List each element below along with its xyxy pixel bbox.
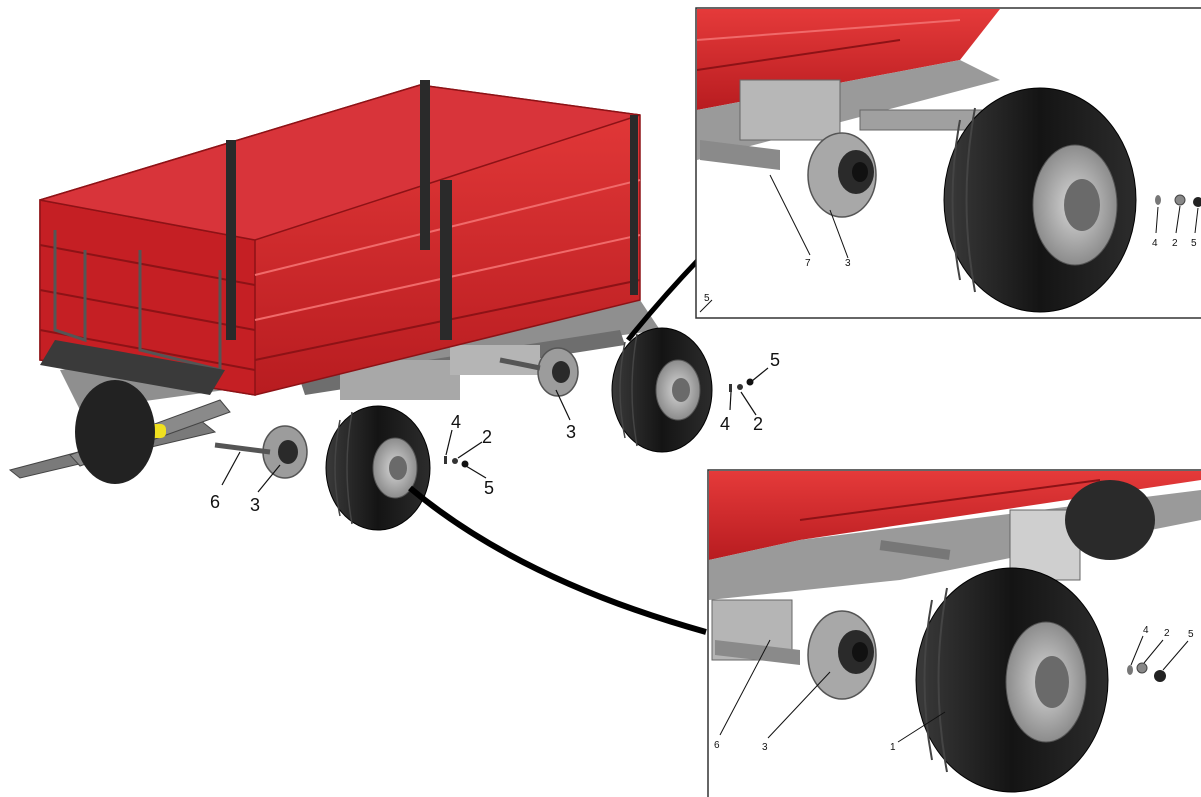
inset-bottom-label-shaft: 6 <box>714 740 720 751</box>
inset-top-label-washer: 4 <box>1152 238 1158 249</box>
inset-top-label-corner: 5 <box>704 293 710 304</box>
label-front-cap: 5 <box>484 478 494 498</box>
cargo-body <box>39 80 641 396</box>
inset-bottom-label-cap: 5 <box>1188 629 1194 640</box>
inset-bottom: 4 2 5 6 3 1 <box>707 469 1201 797</box>
inset-top-label-hub: 3 <box>845 258 851 269</box>
label-front-shaft: 6 <box>210 492 220 512</box>
label-rear-nut: 2 <box>753 414 763 434</box>
label-rear-washer: 4 <box>720 414 730 434</box>
label-front-nut: 2 <box>482 427 492 447</box>
front-hub <box>214 425 308 479</box>
label-rear-hub: 3 <box>566 422 576 442</box>
inset-top-label-nut: 2 <box>1172 238 1178 249</box>
inset-bottom-label-tire: 1 <box>890 742 896 753</box>
front-right-wheel <box>325 405 431 531</box>
inset-bottom-label-washer: 4 <box>1143 625 1149 636</box>
front-left-wheel <box>75 380 155 484</box>
rear-fastener-parts <box>729 378 754 392</box>
label-rear-cap: 5 <box>770 350 780 370</box>
label-front-washer: 4 <box>451 412 461 432</box>
inset-top-label-arm: 7 <box>805 258 811 269</box>
leader-lines <box>221 367 769 493</box>
inset-bottom-label-nut: 2 <box>1164 628 1170 639</box>
rear-hub <box>499 347 579 397</box>
label-front-hub: 3 <box>250 495 260 515</box>
rear-right-wheel <box>611 327 713 453</box>
front-fastener-parts <box>444 456 469 468</box>
trailer-main-view: 4 2 5 4 2 5 6 3 3 <box>8 80 780 531</box>
callout-connectors <box>408 256 707 635</box>
inset-top: 7 3 4 2 5 5 <box>695 7 1201 319</box>
inset-top-label-cap: 5 <box>1191 238 1197 249</box>
inset-bottom-label-hub: 3 <box>762 742 768 753</box>
